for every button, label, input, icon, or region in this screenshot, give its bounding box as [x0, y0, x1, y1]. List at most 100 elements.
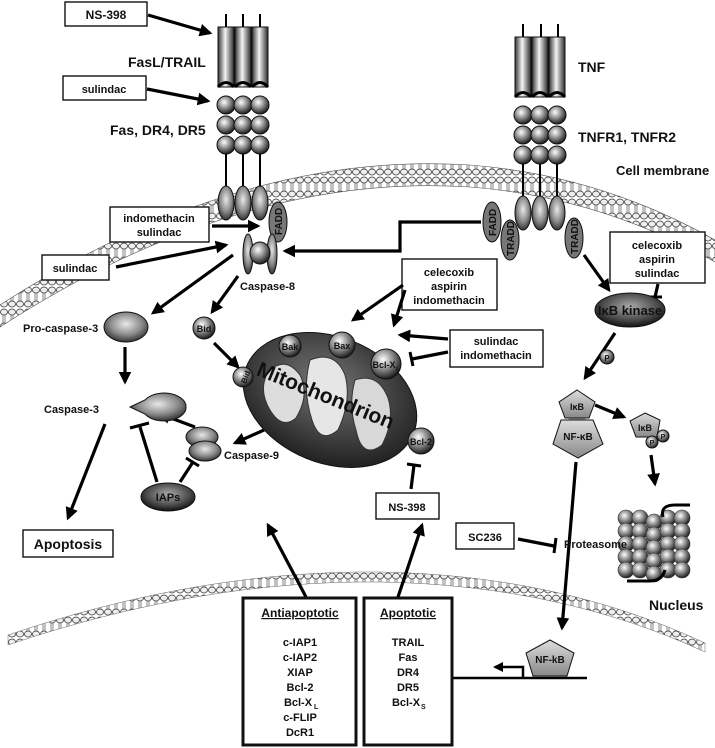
svg-text:sulindac: sulindac [53, 263, 98, 275]
svg-text:NF-κB: NF-κB [563, 432, 592, 443]
arrow-drugs-to-bax [350, 283, 404, 322]
svg-text:sulindac: sulindac [474, 336, 519, 348]
svg-text:aspirin: aspirin [639, 254, 675, 266]
arrow-sulindac-to-receptor [146, 87, 211, 106]
proteasome-subunit [631, 561, 649, 579]
bid: Bid [192, 316, 216, 340]
tnf-label: TNF [578, 59, 606, 75]
arrow-caspase3-to-apoptosis [65, 423, 107, 521]
bcl-2: Bcl-2 [407, 427, 435, 455]
arrow-phospho-ikb-to-proteasome [647, 454, 660, 487]
inhibit-iaps-caspase3 [129, 421, 159, 483]
tradd-right-label: TRADD [570, 219, 581, 254]
drug-box-sulindac-receptor: sulindac [62, 75, 147, 101]
svg-text:Bcl-X: Bcl-X [392, 697, 421, 709]
fasl-trail-ligand [216, 14, 270, 89]
svg-text:Bcl-2: Bcl-2 [410, 437, 432, 447]
nucleus-label: Nucleus [649, 597, 704, 613]
svg-text:NF-kB: NF-kB [535, 655, 564, 666]
caspase-8-label: Caspase-8 [240, 281, 295, 293]
fadd-right-label: FADD [488, 209, 499, 236]
drug-box-celecoxib-aspirin-sulindac: celecoxib aspirin sulindac [609, 231, 706, 284]
promoter-line [451, 662, 587, 680]
ikb-nfkb-complex: IκB NF-κB [552, 389, 604, 459]
svg-text:Bcl-2: Bcl-2 [287, 682, 314, 694]
antiapoptotic-title: Antiapoptotic [261, 606, 339, 620]
caspase-9: Caspase-9 [185, 426, 279, 462]
bak: Bak [278, 334, 302, 358]
arrow-mito-to-caspase9 [232, 428, 265, 445]
antiapoptotic-genes-box: Antiapoptotic c-IAP1 c-IAP2 XIAP Bcl-2 B… [241, 596, 358, 747]
arrow-nfkb-to-nucleus [556, 461, 578, 631]
svg-text:sulindac: sulindac [635, 268, 680, 280]
svg-text:sulindac: sulindac [82, 84, 127, 96]
tradd-left: TRADD [500, 219, 520, 261]
fas-dr4-dr5-label: Fas, DR4, DR5 [110, 122, 206, 138]
pro-caspase-3: Pro-caspase-3 [23, 311, 149, 343]
drug-box-sulindac-indomethacin: sulindac indomethacin [449, 329, 544, 368]
svg-text:P: P [661, 434, 666, 441]
svg-text:Fas: Fas [399, 652, 418, 664]
arrow-tradd-to-ikk [582, 254, 611, 293]
arrow-caspase8-to-bid [210, 275, 240, 315]
phospho-ikk: P [599, 349, 615, 365]
iaps: IAPs [140, 482, 196, 512]
proteasome-label: Proteasome [564, 539, 627, 551]
arrow-apoptotic-out [396, 522, 425, 598]
caspase-3-label: Caspase-3 [44, 404, 99, 416]
svg-text:c-IAP2: c-IAP2 [283, 652, 317, 664]
svg-text:c-IAP1: c-IAP1 [283, 637, 317, 649]
arrow-drugs-to-bclxl [390, 289, 407, 328]
tradd-right: TRADD [564, 217, 584, 259]
svg-text:indomethacin: indomethacin [123, 213, 195, 225]
svg-text:indomethacin: indomethacin [413, 295, 485, 307]
ikb-kinase-label: IκB kinase [598, 303, 662, 318]
caspase-9-label: Caspase-9 [224, 450, 279, 462]
svg-text:Bid: Bid [239, 369, 252, 384]
fadd-left: FADD [268, 201, 288, 243]
svg-text:Bcl-X: Bcl-X [372, 360, 395, 370]
arrow-ns398-to-ligand [147, 13, 213, 37]
tnf-ligand [513, 24, 567, 99]
apoptosis-outcome: Apoptosis [22, 529, 114, 558]
svg-text:TRAIL: TRAIL [392, 637, 425, 649]
svg-text:Bid: Bid [197, 324, 212, 334]
svg-text:c-FLIP: c-FLIP [283, 712, 317, 724]
svg-text:Bcl-X: Bcl-X [284, 697, 313, 709]
inhibit-sulindac-bclxl [408, 350, 449, 367]
fasl-trail-label: FasL/TRAIL [128, 54, 206, 70]
drug-box-ns398-bcl2: NS-398 [375, 492, 440, 520]
fas-receptor [216, 95, 270, 221]
svg-text:XIAP: XIAP [287, 667, 313, 679]
cell-membrane-label: Cell membrane [616, 163, 709, 178]
svg-text:Bak: Bak [282, 342, 300, 352]
nuclear-membrane [7, 571, 706, 653]
inhibit-sc236-proteasome [517, 537, 558, 554]
arrow-tnf-fadd-to-caspase8 [282, 220, 481, 258]
svg-text:SC236: SC236 [468, 532, 502, 544]
bcl-xl: Bcl-X L [370, 348, 402, 380]
arrow-antiapoptotic-out [266, 522, 308, 598]
arrow-sulindac-to-bclxl [397, 329, 449, 343]
svg-text:S: S [421, 704, 426, 711]
proteasome-subunit [673, 561, 691, 579]
arrow-sulindac-to-caspase8 [115, 240, 229, 269]
tbid: Bid [232, 366, 254, 388]
svg-text:sulindac: sulindac [137, 227, 182, 239]
nfkb-nucleus: NF-kB [525, 639, 575, 677]
svg-text:indomethacin: indomethacin [460, 350, 532, 362]
svg-text:P: P [604, 354, 610, 363]
svg-text:celecoxib: celecoxib [424, 267, 474, 279]
tnfr-label: TNFR1, TNFR2 [578, 129, 676, 145]
iaps-label: IAPs [156, 492, 180, 504]
caspase-8: Caspase-8 [240, 233, 295, 293]
inhibit-drugs-ikk [648, 283, 662, 299]
bax: Bax [328, 331, 356, 359]
svg-text:DcR1: DcR1 [286, 727, 314, 739]
svg-text:NS-398: NS-398 [86, 8, 127, 22]
drug-box-ns398-top: NS-398 [64, 1, 148, 27]
tradd-left-label: TRADD [506, 221, 517, 256]
arrow-bid-to-tbid [212, 341, 240, 369]
svg-text:IκB: IκB [638, 423, 653, 433]
caspase-3: Caspase-3 [44, 392, 187, 422]
